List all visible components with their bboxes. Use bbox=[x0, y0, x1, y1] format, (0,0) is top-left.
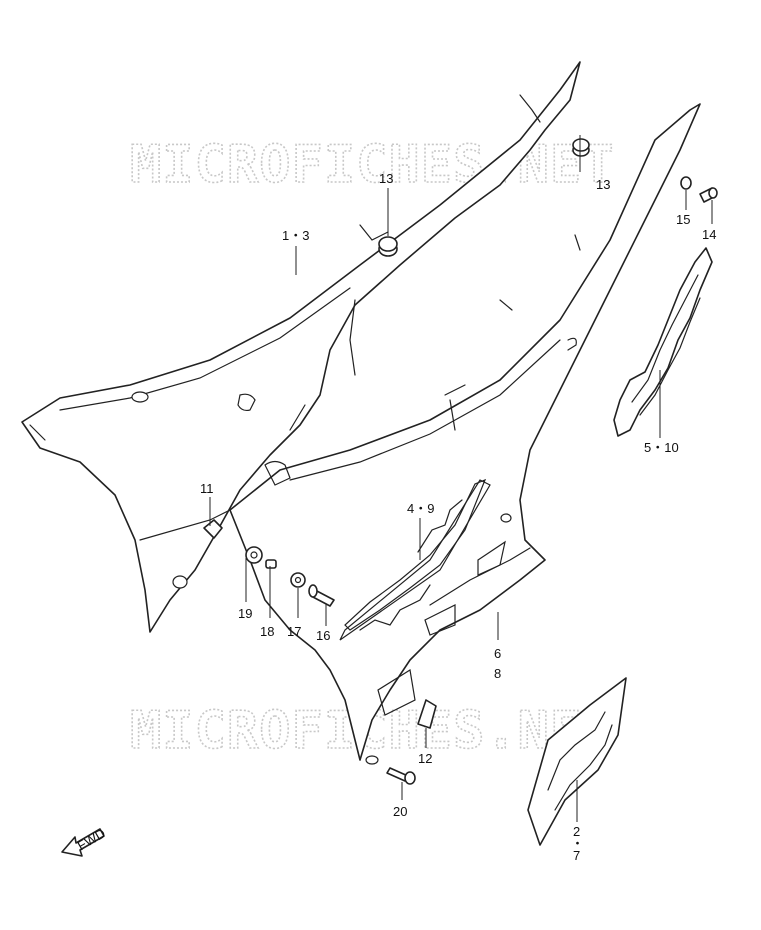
nut-15 bbox=[680, 176, 692, 190]
callout-19: 19 bbox=[238, 606, 252, 621]
callout-4-9: 4・9 bbox=[407, 501, 434, 516]
emblem-4-9 bbox=[344, 478, 487, 631]
emblem-5-10 bbox=[613, 247, 713, 437]
clip-11 bbox=[203, 519, 223, 539]
callout-16: 16 bbox=[316, 628, 330, 643]
callout-12: 12 bbox=[418, 751, 432, 766]
leader-lines bbox=[209, 135, 713, 822]
watermark-top: MICROFICHES.NET bbox=[130, 135, 615, 195]
fwd-arrow-icon: FWD bbox=[61, 826, 108, 857]
frame-cover-inner bbox=[21, 61, 581, 633]
callout-7: 7 bbox=[573, 848, 580, 863]
callout-15: 15 bbox=[676, 212, 690, 227]
spacer-18 bbox=[265, 559, 277, 569]
callout-dot: ・ bbox=[571, 836, 584, 851]
fwd-label: FWD bbox=[75, 826, 108, 854]
screw-20 bbox=[386, 767, 416, 785]
callout-17: 17 bbox=[287, 624, 301, 639]
callout-11: 11 bbox=[200, 481, 214, 496]
grommet-13-right bbox=[572, 138, 590, 157]
collar-19 bbox=[245, 546, 263, 564]
callout-13-right: 13 bbox=[596, 177, 610, 192]
washer-17 bbox=[290, 572, 306, 588]
callout-14: 14 bbox=[702, 227, 716, 242]
callout-20: 20 bbox=[393, 804, 407, 819]
screw-14 bbox=[699, 187, 718, 203]
callout-labels: 1・3 13 13 15 14 5・10 11 4・9 19 18 17 16 … bbox=[200, 171, 716, 863]
callout-2: 2 bbox=[573, 824, 580, 839]
callout-18: 18 bbox=[260, 624, 274, 639]
callout-6: 6 bbox=[494, 646, 501, 661]
callout-13-left: 13 bbox=[379, 171, 393, 186]
frame-cover-outer bbox=[229, 103, 701, 765]
callout-1-3: 1・3 bbox=[282, 228, 309, 243]
emblem-2-7 bbox=[527, 677, 627, 846]
callout-5-10: 5・10 bbox=[644, 440, 679, 455]
grommet-13-left bbox=[378, 236, 398, 257]
cushion-12 bbox=[417, 699, 437, 729]
callout-8: 8 bbox=[494, 666, 501, 681]
bolt-16 bbox=[308, 584, 335, 607]
